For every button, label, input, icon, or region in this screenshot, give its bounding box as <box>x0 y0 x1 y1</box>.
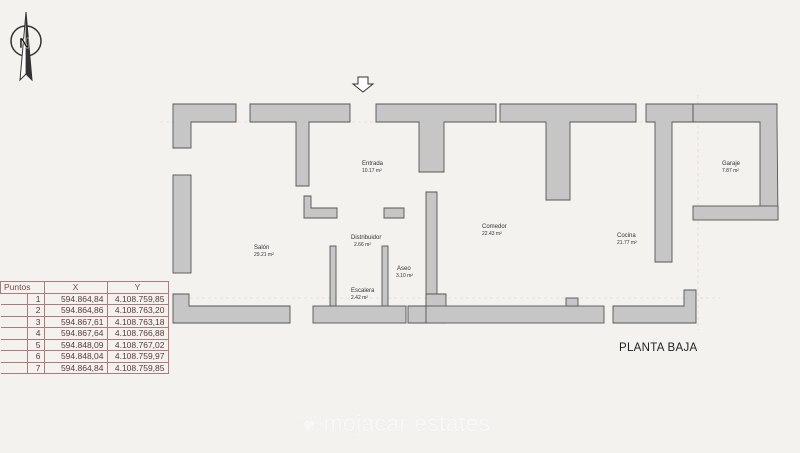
arrow-down-icon <box>351 76 375 93</box>
row-x: 594.867,64 <box>43 327 108 340</box>
row-y: 4.108.763,20 <box>106 304 169 317</box>
room-area-distribuidor: 2.66 m² <box>354 242 371 248</box>
wall-left-middle <box>172 174 192 274</box>
table-row: 5 594.848,09 4.108.767,02 <box>0 338 169 351</box>
wall-distribuidor-left <box>303 195 338 219</box>
mojacar-logo-icon: ❦ <box>300 410 320 436</box>
room-name-comedor: Comedor <box>482 224 507 230</box>
room-area-garaje: 7.87 m² <box>722 168 739 174</box>
wall-garage-bottom <box>692 205 779 221</box>
row-y: 4.108.763,18 <box>106 315 169 328</box>
watermark: ❦mojacar estates <box>300 410 490 437</box>
wall-top-left <box>172 103 237 149</box>
wall-bottom-notch <box>565 297 579 307</box>
wall-escalera-right <box>381 245 389 307</box>
room-name-distribuidor: Distribuidor <box>351 235 381 241</box>
row-x: 594.848,09 <box>43 338 108 351</box>
wall-top-t2 <box>375 103 497 173</box>
row-y: 4.108.759,85 <box>106 292 169 305</box>
row-y: 4.108.759,97 <box>106 350 169 363</box>
room-area-cocina: 21.77 m² <box>617 240 637 246</box>
room-name-aseo: Aseo <box>397 266 411 272</box>
header-x: X <box>43 281 108 294</box>
wall-bottom-comedor <box>425 305 605 324</box>
row-x: 594.864,84 <box>43 361 108 374</box>
room-area-salon: 29.21 m² <box>254 252 274 258</box>
room-name-entrada: Entrada <box>362 161 384 167</box>
room-name-cocina: Cocina <box>617 233 636 239</box>
room-name-garaje: Garaje <box>722 161 741 167</box>
wall-aseo-right <box>425 191 438 307</box>
wall-top-t3 <box>499 103 637 201</box>
table-row: 4 594.867,64 4.108.766,88 <box>0 327 169 340</box>
row-index: 4 <box>26 327 45 340</box>
header-y: Y <box>106 281 169 294</box>
room-name-escalera: Escalera <box>351 288 375 294</box>
walls <box>172 103 779 324</box>
wall-garage-left <box>645 103 694 263</box>
compass-letter: N <box>19 35 30 52</box>
room-area-escalera: 2.42 m² <box>351 295 368 301</box>
row-x: 594.864,84 <box>43 292 108 305</box>
row-y: 4.108.766,88 <box>106 327 169 340</box>
row-index: 6 <box>26 350 45 363</box>
row-x: 594.864,86 <box>43 304 108 317</box>
room-area-entrada: 10.17 m² <box>362 168 382 174</box>
wall-bottom-escalera <box>312 305 407 324</box>
table-row: 1 594.864,84 4.108.759,85 <box>0 292 169 305</box>
table-row: 2 594.864,86 4.108.763,20 <box>0 304 169 317</box>
row-y: 4.108.767,02 <box>106 338 169 351</box>
row-index: 1 <box>26 292 45 305</box>
watermark-text: mojacar estates <box>323 410 491 436</box>
row-index: 3 <box>26 315 45 328</box>
row-x: 594.848,04 <box>43 350 108 363</box>
row-index: 2 <box>26 304 45 317</box>
room-area-comedor: 22.43 m² <box>482 231 502 237</box>
wall-bottom-left <box>172 293 291 324</box>
plan-title: PLANTA BAJA <box>619 342 698 354</box>
row-index: 7 <box>26 361 45 374</box>
header-puntos: Puntos <box>0 281 45 294</box>
room-labels: Entrada 10.17 m² Distribuidor 2.66 m² Sa… <box>254 161 741 301</box>
coordinates-header-row: Puntos X Y <box>0 281 169 294</box>
row-index: 5 <box>26 338 45 351</box>
wall-distribuidor-right <box>383 207 405 219</box>
room-name-salon: Salón <box>254 245 269 251</box>
wall-escalera-left <box>329 245 337 307</box>
coordinates-table: Puntos X Y 1 594.864,84 4.108.759,85 2 5… <box>0 281 169 374</box>
room-area-aseo: 3.10 m² <box>396 273 413 279</box>
table-row: 3 594.867,61 4.108.763,18 <box>0 315 169 328</box>
wall-top-t1 <box>249 103 351 187</box>
north-arrow-icon: N <box>10 11 42 82</box>
table-row: 6 594.848,04 4.108.759,97 <box>0 350 169 363</box>
wall-bottom-right <box>612 289 697 324</box>
table-row: 7 594.864,84 4.108.759,85 <box>0 361 169 374</box>
row-y: 4.108.759,85 <box>106 361 169 374</box>
row-x: 594.867,61 <box>43 315 108 328</box>
